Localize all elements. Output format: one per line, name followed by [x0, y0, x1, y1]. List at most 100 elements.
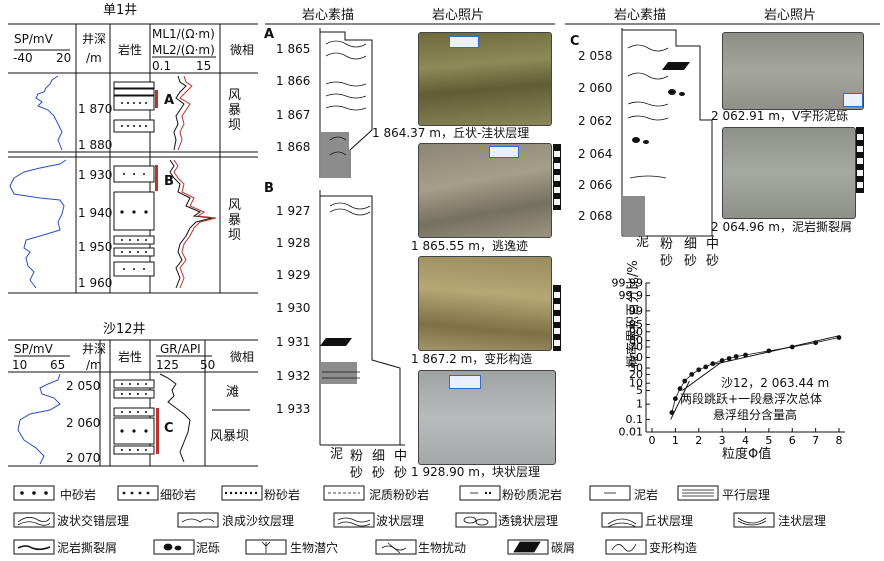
x-tick-label: 0	[649, 434, 656, 447]
well1-sp-label: SP/mV	[14, 32, 53, 46]
data-point	[813, 340, 819, 346]
legend-label-mudstone-rip-up: 泥岩撕裂屑	[57, 541, 118, 555]
well2-depth-2060: 2 060	[66, 416, 101, 430]
data-point	[669, 410, 675, 415]
well2-depth-2050: 2 050	[66, 379, 101, 393]
y-tick-label: 80	[629, 334, 643, 347]
core-c-grain-mud: 泥	[636, 235, 650, 250]
data-point	[696, 367, 702, 373]
population-segment-line	[712, 335, 840, 366]
core-b-mud-interval	[321, 362, 357, 384]
well2-marker-c: C	[164, 421, 174, 436]
prob-chart-annotation-3: 悬浮组分含量高	[713, 408, 798, 422]
data-point	[689, 371, 695, 377]
legend-label-mud-pebble: 泥砾	[196, 541, 221, 555]
well2-sp-label: SP/mV	[14, 342, 53, 356]
well1-marker-a: A	[164, 93, 175, 108]
y-tick-label: 90	[629, 325, 643, 338]
well1-depth-1880: 1 880	[78, 138, 113, 152]
well1-ml1-label: ML1/(Ω·m)	[152, 27, 215, 41]
core-b-depth-1933: 1 933	[276, 402, 311, 416]
core-c-frame	[565, 23, 880, 237]
well1-facies-label: 微相	[230, 43, 255, 57]
well2-gr-min: 125	[156, 358, 179, 372]
x-tick-label: 1	[672, 434, 679, 447]
data-point	[789, 344, 795, 350]
core-c-mud-interval	[623, 196, 645, 236]
core-c-grain-fine: 细砂	[684, 237, 698, 269]
core-c-structures	[627, 44, 669, 179]
x-tick-label: 8	[836, 434, 843, 447]
legend-label-muddy-siltstone: 泥质粉砂岩	[369, 488, 430, 502]
core-b-depth-1927: 1 927	[276, 204, 311, 218]
legend-patterns	[17, 489, 767, 554]
core-a-depth-1865: 1 865	[276, 42, 311, 56]
well1-sp-max: 20	[56, 51, 72, 65]
data-point	[703, 364, 709, 370]
core-c-label: C	[570, 34, 580, 49]
core-ab-frame	[265, 23, 555, 446]
well1-frame	[8, 23, 258, 294]
core-c-depth-2058: 2 058	[578, 49, 613, 63]
y-tick-label: 20	[629, 368, 643, 381]
well2-lithology	[113, 379, 155, 455]
core-photo-1867	[418, 256, 552, 351]
core-c-depth-2062: 2 062	[578, 114, 613, 128]
data-point	[672, 396, 678, 402]
well1-ml1-curve-lower	[169, 159, 213, 289]
core-b-label: B	[264, 181, 274, 196]
y-tick-label: 99	[629, 304, 643, 317]
well1-depth-1950: 1 950	[78, 240, 113, 254]
core-c-depth-2064: 2 064	[578, 147, 613, 161]
well1-title: 单1井	[103, 3, 138, 18]
core-ab-photo-title: 岩心照片	[432, 8, 485, 23]
caption-1864: 1 864.37 m，丘状-洼状层理	[372, 126, 530, 140]
y-tick-label: 95	[629, 318, 643, 331]
core-c-carbon-debris	[662, 62, 690, 70]
well1-facies-upper: 风 暴 坝	[228, 88, 242, 133]
legend-label-carbon-debris: 碳屑	[551, 541, 576, 555]
y-tick-label: 99.99	[612, 277, 644, 290]
y-tick-label: 1	[636, 398, 643, 411]
core-b-depth-1929: 1 929	[276, 268, 311, 282]
well2-sp-curve	[17, 373, 61, 465]
well2-lithology-dots	[120, 383, 148, 451]
well2-gr-max: 50	[200, 358, 216, 372]
well1-litho-label: 岩性	[118, 43, 143, 57]
well1-ml2-label: ML2/(Ω·m)	[152, 43, 215, 57]
photo-label-tag	[489, 146, 519, 158]
core-c-depth-2066: 2 066	[578, 178, 613, 192]
well2-depth-2070: 2 070	[66, 451, 101, 465]
scale-ruler	[856, 127, 864, 193]
y-tick-label: 30	[629, 362, 643, 375]
core-photo-1864	[418, 32, 552, 126]
well1-depth-1940: 1 940	[78, 206, 113, 220]
core-c-depth-2068: 2 068	[578, 209, 613, 223]
x-tick-label: 6	[789, 434, 796, 447]
photo-label-tag	[449, 36, 479, 48]
legend-label-hummocky-bedding: 丘状层理	[645, 514, 694, 528]
legend-label-parallel-bedding: 平行层理	[722, 488, 771, 502]
well1-ml-min: 0.1	[152, 59, 172, 73]
well2-depth-unit: /m	[86, 358, 102, 372]
population-segment-line	[682, 359, 725, 391]
prob-chart-marks	[669, 335, 842, 420]
legend-label-wavy-cross-bedding: 波状交错层理	[57, 514, 130, 528]
core-ab-grain-medium: 中砂	[394, 449, 408, 481]
data-point	[719, 358, 725, 363]
cumulative-curve	[671, 337, 840, 413]
well1-lithology-dots	[120, 102, 148, 270]
well2-gr-label: GR/API	[160, 342, 201, 356]
well2-sp-min: 10	[12, 358, 28, 372]
core-photo-1928	[418, 370, 556, 465]
core-c-grain-medium: 中砂	[706, 237, 720, 269]
core-b-depth-1930: 1 930	[276, 301, 311, 315]
x-tick-label: 2	[695, 434, 702, 447]
well2-frame	[8, 339, 258, 467]
data-point	[836, 335, 842, 340]
core-c-sketch-title: 岩心素描	[614, 8, 667, 23]
well1-ml2-curve-upper	[177, 75, 193, 151]
data-point	[766, 348, 772, 354]
